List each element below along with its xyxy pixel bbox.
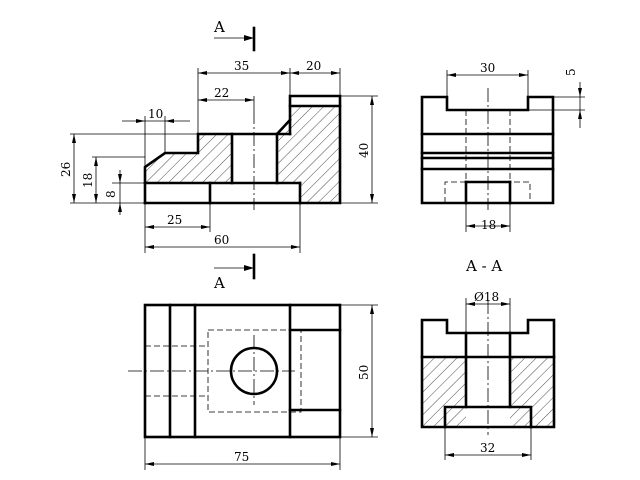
dim-40: 40	[357, 143, 371, 158]
side-view: 30 5 18	[420, 61, 585, 232]
arrow-8-top	[118, 174, 122, 183]
top-view: 50 75	[128, 303, 378, 470]
arrow-8-bottom	[118, 203, 122, 212]
arrow-26-top	[72, 134, 76, 143]
arrow-20-right	[331, 71, 340, 75]
cut-label-top: A	[213, 18, 225, 36]
arrow-35-right	[281, 71, 290, 75]
dim-26: 26	[59, 162, 73, 177]
arrow-18-top	[94, 157, 98, 166]
front-chamfer	[275, 118, 292, 136]
arrow-30-right	[519, 73, 528, 77]
arrow-32-left	[445, 453, 454, 457]
dim-8: 8	[104, 190, 118, 198]
dim-60: 60	[214, 233, 229, 247]
side-hidden-base	[444, 181, 531, 203]
arrow-26-bottom	[72, 194, 76, 203]
dim-5: 5	[564, 68, 578, 76]
dim-50: 50	[357, 365, 371, 380]
arrow-30-left	[447, 73, 456, 77]
arrow-5-top	[578, 88, 582, 97]
arrow-18s-right	[501, 224, 510, 228]
arrow-22-right	[245, 98, 254, 102]
arrow-22-left	[198, 98, 207, 102]
arrow-75-right	[331, 462, 340, 466]
section-view: A - A Ø18 32	[420, 257, 556, 460]
arrow-dia-right	[501, 302, 510, 306]
dim-18-side: 18	[481, 218, 496, 232]
section-outline	[420, 318, 556, 429]
dim-25: 25	[167, 213, 182, 227]
dim-32: 32	[480, 441, 495, 455]
arrow-10-left	[136, 119, 145, 123]
arrow-18-bottom	[94, 194, 98, 203]
dim-10: 10	[148, 107, 163, 121]
cut-arrowhead-top	[244, 35, 254, 41]
dim-18-left: 18	[81, 173, 95, 188]
arrow-50-bottom	[370, 428, 374, 437]
dim-dia-18: Ø18	[474, 290, 499, 304]
arrow-60-right	[291, 245, 300, 249]
arrow-25-right	[201, 225, 210, 229]
dim-20: 20	[306, 59, 321, 73]
arrow-20-left	[290, 71, 299, 75]
dim-75: 75	[234, 450, 249, 464]
dim-22: 22	[214, 86, 229, 100]
dim-35: 35	[234, 59, 249, 73]
arrow-50-top	[370, 305, 374, 314]
front-view: A A 35 20 22 10	[59, 18, 378, 292]
arrow-60-left	[145, 245, 154, 249]
arrow-5-bottom	[578, 110, 582, 119]
arrow-25-left	[145, 225, 154, 229]
arrow-35-left	[198, 71, 207, 75]
front-hatch-left	[145, 134, 232, 183]
arrow-dia-left	[466, 302, 475, 306]
dim-30: 30	[480, 61, 495, 75]
cut-arrowhead-bottom	[244, 265, 254, 271]
arrow-18s-left	[466, 224, 475, 228]
arrow-40-top	[370, 96, 374, 105]
arrow-75-left	[145, 462, 154, 466]
section-title: A - A	[465, 257, 502, 275]
arrow-32-right	[522, 453, 531, 457]
cut-label-bottom: A	[213, 274, 225, 292]
side-outline	[420, 95, 555, 205]
arrow-40-bottom	[370, 194, 374, 203]
front-hatch-right	[277, 106, 340, 203]
arrow-10-right	[165, 119, 174, 123]
front-outline-left	[143, 132, 292, 205]
